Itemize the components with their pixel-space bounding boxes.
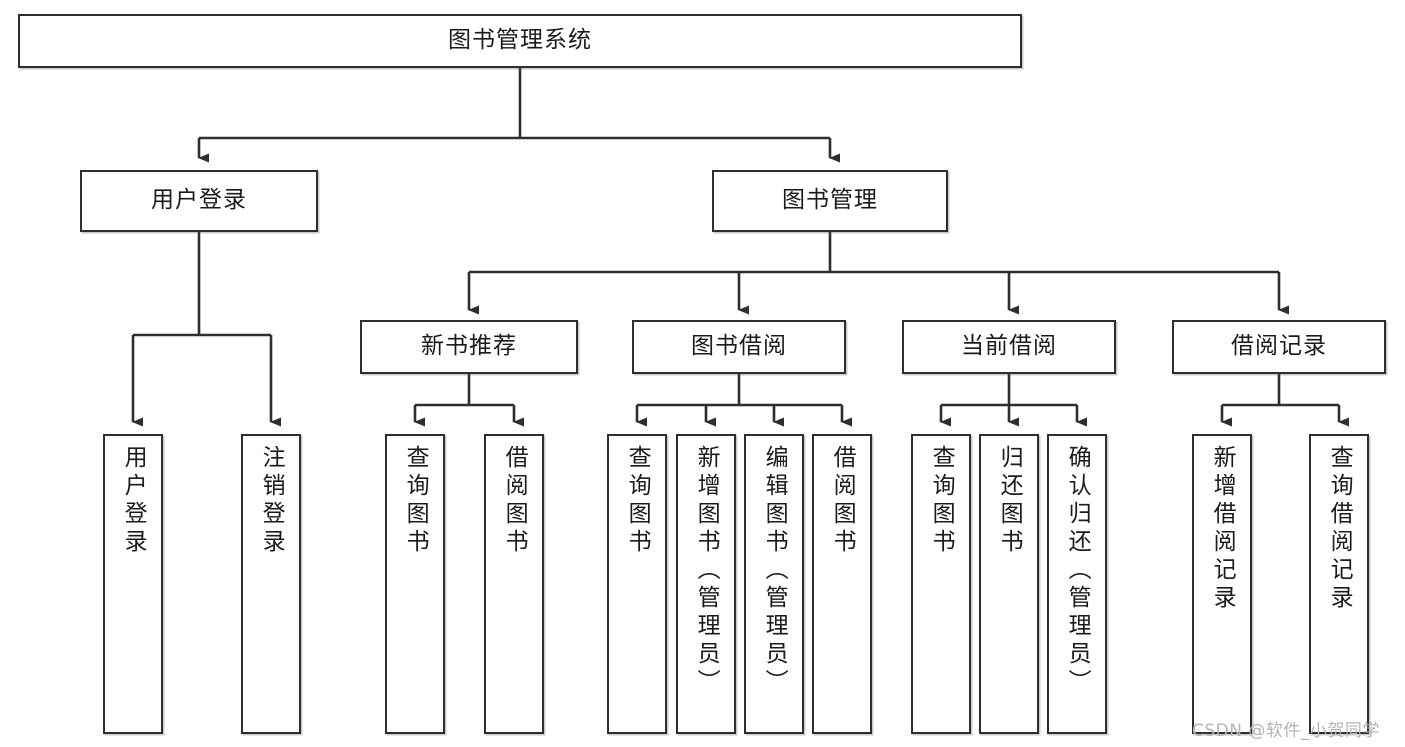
node-current-borrow[interactable]: 当前借阅: [902, 320, 1116, 374]
node-book-manage[interactable]: 图书管理: [712, 170, 948, 232]
node-leaf-add-record-label: 新增借阅记录: [1209, 445, 1236, 613]
node-leaf-add-book-label: 新增图书（管理员）: [693, 445, 720, 697]
node-new-book-recommend-label: 新书推荐: [421, 333, 517, 360]
node-leaf-borrow-book-1-label: 借阅图书: [501, 445, 528, 557]
node-leaf-return-book[interactable]: 归还图书: [979, 434, 1039, 734]
node-leaf-add-record[interactable]: 新增借阅记录: [1192, 434, 1252, 734]
node-leaf-borrow-book-2-label: 借阅图书: [829, 445, 856, 557]
node-leaf-logout[interactable]: 注销登录: [241, 434, 301, 734]
node-leaf-query-book-1[interactable]: 查询图书: [385, 434, 445, 734]
node-borrow-record[interactable]: 借阅记录: [1172, 320, 1386, 374]
node-leaf-confirm-return-label: 确认归还（管理员）: [1064, 445, 1091, 697]
node-leaf-return-book-label: 归还图书: [996, 445, 1023, 557]
csdn-watermark: CSDN @软件_小贺同学: [1192, 721, 1380, 741]
node-leaf-user-login[interactable]: 用户登录: [103, 434, 163, 734]
node-leaf-borrow-book-2[interactable]: 借阅图书: [812, 434, 872, 734]
node-leaf-query-book-3-label: 查询图书: [928, 445, 955, 557]
node-leaf-query-book-1-label: 查询图书: [402, 445, 429, 557]
node-new-book-recommend[interactable]: 新书推荐: [360, 320, 578, 374]
node-leaf-add-book[interactable]: 新增图书（管理员）: [676, 434, 736, 734]
node-current-borrow-label: 当前借阅: [961, 333, 1057, 360]
node-leaf-confirm-return[interactable]: 确认归还（管理员）: [1047, 434, 1107, 734]
node-borrow-record-label: 借阅记录: [1231, 333, 1327, 360]
node-book-borrow-label: 图书借阅: [691, 333, 787, 360]
node-leaf-query-book-2[interactable]: 查询图书: [607, 434, 667, 734]
node-leaf-logout-label: 注销登录: [258, 445, 285, 557]
node-leaf-query-book-3[interactable]: 查询图书: [911, 434, 971, 734]
node-leaf-query-record[interactable]: 查询借阅记录: [1309, 434, 1369, 734]
node-leaf-edit-book-label: 编辑图书（管理员）: [761, 445, 788, 697]
node-user-login-label: 用户登录: [151, 187, 247, 214]
node-book-borrow[interactable]: 图书借阅: [632, 320, 846, 374]
node-leaf-user-login-label: 用户登录: [120, 445, 147, 557]
node-root-system[interactable]: 图书管理系统: [18, 14, 1022, 68]
node-book-manage-label: 图书管理: [782, 187, 878, 214]
node-leaf-edit-book[interactable]: 编辑图书（管理员）: [744, 434, 804, 734]
node-user-login[interactable]: 用户登录: [80, 170, 318, 232]
node-leaf-query-record-label: 查询借阅记录: [1326, 445, 1353, 613]
node-root-system-label: 图书管理系统: [448, 27, 592, 54]
node-leaf-query-book-2-label: 查询图书: [624, 445, 651, 557]
node-leaf-borrow-book-1[interactable]: 借阅图书: [484, 434, 544, 734]
